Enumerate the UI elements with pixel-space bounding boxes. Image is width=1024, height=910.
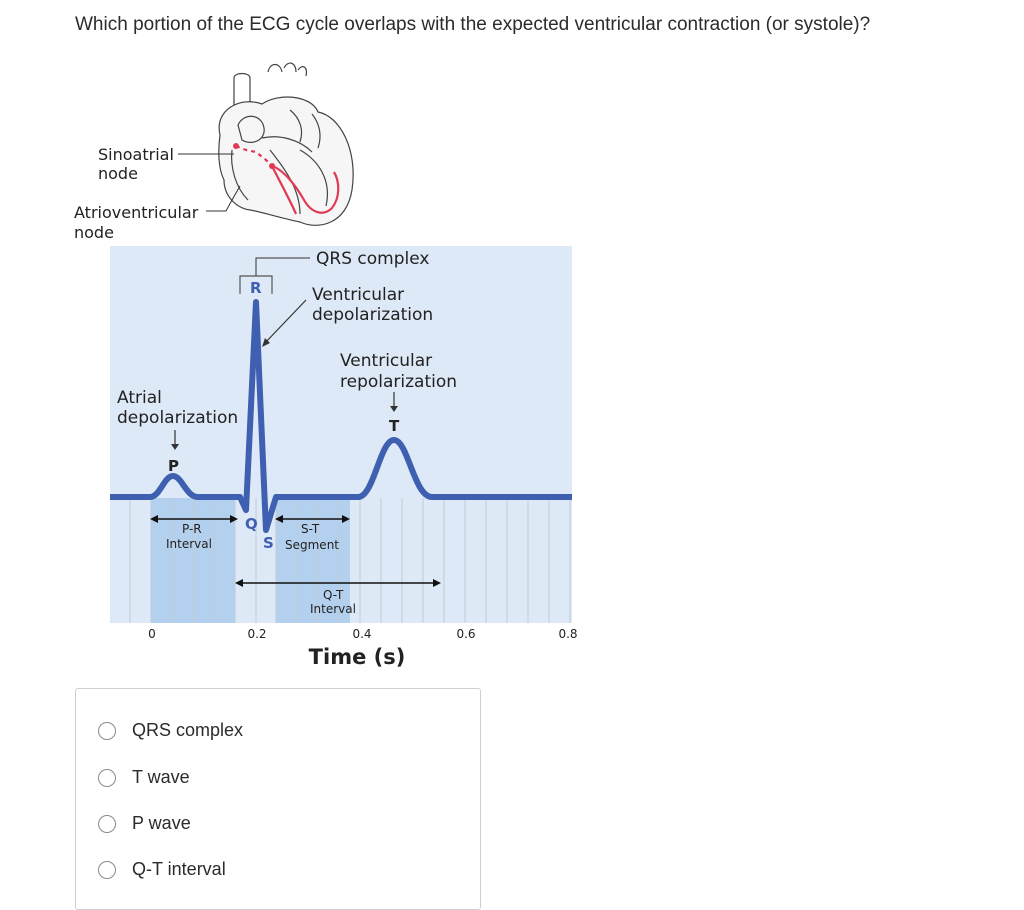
x-axis-title: Time (s) <box>309 645 406 669</box>
atrial-depol-label-1: Atrial <box>117 388 162 408</box>
vent-repol-label-1: Ventricular <box>340 351 432 371</box>
x-tick-3: 0.6 <box>456 627 475 641</box>
vent-repol-label-2: repolarization <box>340 372 457 392</box>
vent-depol-label-2: depolarization <box>312 305 433 325</box>
radio-button[interactable] <box>98 861 116 879</box>
x-tick-0: 0 <box>148 627 156 641</box>
vent-depol-label-1: Ventricular <box>312 285 404 305</box>
qt-interval-label-2: Interval <box>310 602 356 616</box>
sinoatrial-label-2: node <box>98 164 138 183</box>
x-tick-4: 0.8 <box>558 627 577 641</box>
sinoatrial-label-1: Sinoatrial <box>98 145 174 164</box>
p-wave-letter: P <box>168 457 179 475</box>
atrial-depol-label-2: depolarization <box>117 408 238 428</box>
s-wave-letter: S <box>263 534 274 552</box>
pr-interval-label-1: P-R <box>182 522 202 536</box>
option-t-wave[interactable]: T wave <box>98 767 190 788</box>
pr-interval-label-2: Interval <box>166 537 212 551</box>
radio-button[interactable] <box>98 815 116 833</box>
option-label: Q-T interval <box>132 859 226 880</box>
x-tick-1: 0.2 <box>247 627 266 641</box>
answer-options: QRS complex T wave P wave Q-T interval <box>75 688 481 910</box>
option-label: P wave <box>132 813 191 834</box>
t-wave-letter: T <box>389 417 400 435</box>
x-tick-2: 0.4 <box>352 627 371 641</box>
radio-button[interactable] <box>98 769 116 787</box>
r-wave-letter: R <box>250 279 262 297</box>
option-qrs-complex[interactable]: QRS complex <box>98 720 243 741</box>
st-segment-label-2: Segment <box>285 538 339 552</box>
option-qt-interval[interactable]: Q-T interval <box>98 859 226 880</box>
atrioventricular-label-1: Atrioventricular <box>74 203 199 222</box>
option-label: T wave <box>132 767 190 788</box>
heart-illustration <box>219 63 353 225</box>
q-wave-letter: Q <box>245 515 258 533</box>
radio-button[interactable] <box>98 722 116 740</box>
st-segment-label-1: S-T <box>301 522 320 536</box>
qt-interval-label-1: Q-T <box>323 588 344 602</box>
option-label: QRS complex <box>132 720 243 741</box>
option-p-wave[interactable]: P wave <box>98 813 191 834</box>
qrs-complex-label: QRS complex <box>316 249 429 269</box>
atrioventricular-label-2: node <box>74 223 114 242</box>
